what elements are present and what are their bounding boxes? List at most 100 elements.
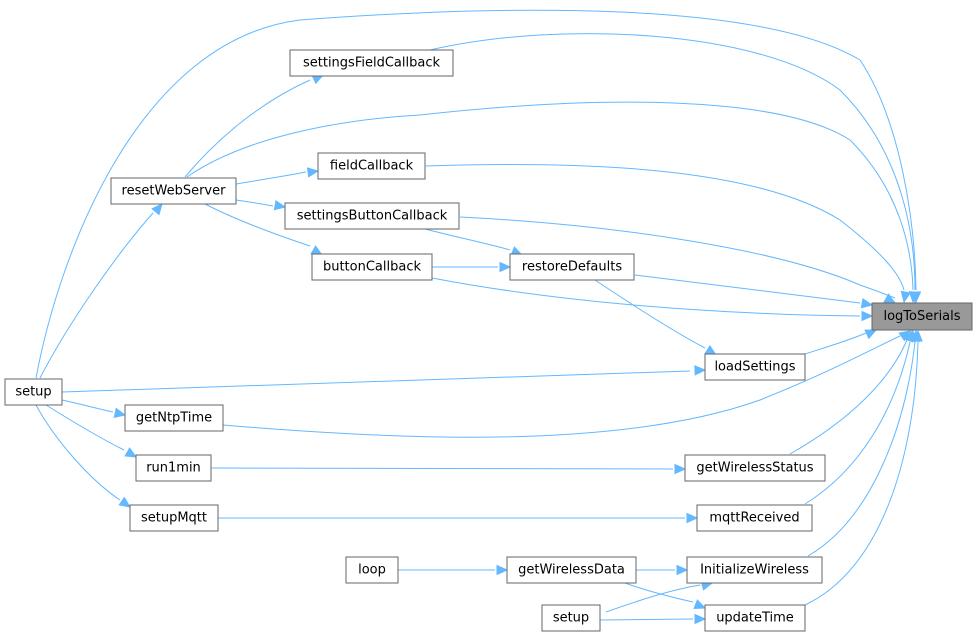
node-box[interactable] — [509, 253, 635, 281]
edge-resetWebServer-to-fieldCallback — [235, 167, 320, 185]
node-box[interactable] — [704, 353, 806, 381]
edge-settingsButtonCallback-to-logToSerials — [459, 216, 897, 304]
node-box[interactable] — [124, 404, 224, 432]
node-label: fieldCallback — [330, 159, 414, 174]
edge-buttonCallback-to-restoreDefaults — [432, 261, 512, 273]
edge-line — [599, 618, 694, 621]
node-box[interactable] — [871, 302, 973, 331]
node-box[interactable] — [284, 202, 460, 230]
edge-loop-to-getWirelessData — [398, 564, 509, 576]
node-box[interactable] — [135, 454, 212, 482]
node-box[interactable] — [129, 504, 219, 532]
edge-line — [804, 332, 867, 355]
edge-line — [204, 203, 311, 247]
edge-getNtpTime-to-logToSerials — [222, 330, 911, 438]
node-box[interactable] — [345, 556, 399, 584]
edge-arrowhead — [912, 329, 923, 342]
edge-line — [35, 404, 121, 501]
node-label: settingsFieldCallback — [303, 56, 440, 71]
edge-arrowhead — [900, 290, 912, 304]
node-setup2[interactable]: setup — [541, 604, 601, 632]
edge-arrowhead — [499, 261, 512, 273]
edge-arrowhead — [306, 167, 320, 178]
node-box[interactable] — [686, 556, 823, 584]
node-setup1[interactable]: setup — [4, 378, 63, 406]
edge-arrowhead — [860, 297, 874, 309]
node-fieldCallback[interactable]: fieldCallback — [317, 152, 426, 180]
edge-line — [789, 339, 908, 455]
edge-loadSettings-to-logToSerials — [804, 329, 878, 355]
edge-settingsButtonCallback-to-restoreDefaults — [424, 228, 524, 256]
node-label: loop — [358, 563, 386, 578]
node-label: settingsButtonCallback — [297, 209, 448, 224]
edge-line — [425, 163, 905, 291]
edge-arrowhead — [496, 564, 509, 576]
edge-arrowhead — [676, 564, 689, 576]
node-label: setup — [553, 611, 589, 626]
edge-line — [594, 279, 706, 349]
edge-arrowhead — [273, 199, 287, 211]
edge-arrowhead — [113, 407, 127, 418]
node-box[interactable] — [684, 454, 826, 482]
node-logToSerials[interactable]: logToSerials — [871, 302, 973, 331]
node-updateTime[interactable]: updateTime — [704, 604, 806, 632]
edge-setup1-to-setupMqtt — [35, 404, 131, 508]
edge-arrowhead — [864, 329, 878, 340]
edge-arrowhead — [686, 512, 699, 524]
edge-InitializeWireless-to-logToSerials — [807, 329, 921, 557]
node-mqttReceived[interactable]: mqttReceived — [696, 504, 813, 532]
node-box[interactable] — [506, 556, 637, 584]
edge-arrowhead — [118, 496, 131, 508]
node-box[interactable] — [4, 378, 63, 406]
edge-setup2-to-updateTime — [599, 613, 707, 625]
node-box[interactable] — [311, 253, 433, 281]
node-settingsFieldCallback[interactable]: settingsFieldCallback — [289, 49, 454, 77]
edge-arrowhead — [693, 599, 707, 609]
node-setupMqtt[interactable]: setupMqtt — [129, 504, 219, 532]
call-graph-edges — [35, 9, 923, 625]
edge-line — [235, 199, 274, 207]
edge-updateTime-to-logToSerials — [804, 329, 923, 606]
edge-buttonCallback-to-logToSerials — [431, 277, 874, 322]
node-label: getWirelessData — [518, 563, 625, 578]
node-settingsButtonCallback[interactable]: settingsButtonCallback — [284, 202, 460, 230]
node-run1min[interactable]: run1min — [135, 454, 212, 482]
edge-getWirelessData-to-InitializeWireless — [636, 564, 689, 576]
node-loop[interactable]: loop — [345, 556, 399, 584]
edge-arrowhead — [883, 293, 897, 304]
node-label: getNtpTime — [136, 411, 212, 426]
edge-arrowhead — [908, 291, 920, 304]
node-getWirelessData[interactable]: getWirelessData — [506, 556, 637, 584]
edge-run1min-to-getWirelessStatus — [210, 463, 687, 475]
edge-line — [39, 212, 154, 379]
edge-line — [804, 341, 911, 505]
edge-fieldCallback-to-logToSerials — [425, 163, 912, 304]
node-box[interactable] — [696, 504, 813, 532]
node-getNtpTime[interactable]: getNtpTime — [124, 404, 224, 432]
edge-setupMqtt-to-mqttReceived — [218, 512, 699, 524]
edge-resetWebServer-to-settingsFieldCallback — [184, 74, 325, 178]
node-box[interactable] — [704, 604, 806, 632]
edge-restoreDefaults-to-logToSerials — [634, 274, 874, 309]
node-label: mqttReceived — [709, 511, 799, 526]
edge-line — [186, 101, 914, 291]
node-resetWebServer[interactable]: resetWebServer — [110, 177, 237, 205]
node-box[interactable] — [289, 49, 454, 77]
node-label: setupMqtt — [141, 511, 207, 526]
edge-line — [235, 171, 307, 185]
node-buttonCallback[interactable]: buttonCallback — [311, 253, 433, 281]
node-InitializeWireless[interactable]: InitializeWireless — [686, 556, 823, 584]
node-getWirelessStatus[interactable]: getWirelessStatus — [684, 454, 826, 482]
node-label: run1min — [146, 461, 201, 476]
node-loadSettings[interactable]: loadSettings — [704, 353, 806, 381]
edge-line — [429, 33, 916, 291]
edge-arrowhead — [151, 203, 163, 216]
node-box[interactable] — [317, 152, 426, 180]
edge-line — [605, 584, 701, 613]
node-box[interactable] — [110, 177, 237, 205]
edge-arrowhead — [694, 365, 707, 376]
node-restoreDefaults[interactable]: restoreDefaults — [509, 253, 635, 281]
edge-line — [61, 399, 114, 413]
node-box[interactable] — [541, 604, 601, 632]
